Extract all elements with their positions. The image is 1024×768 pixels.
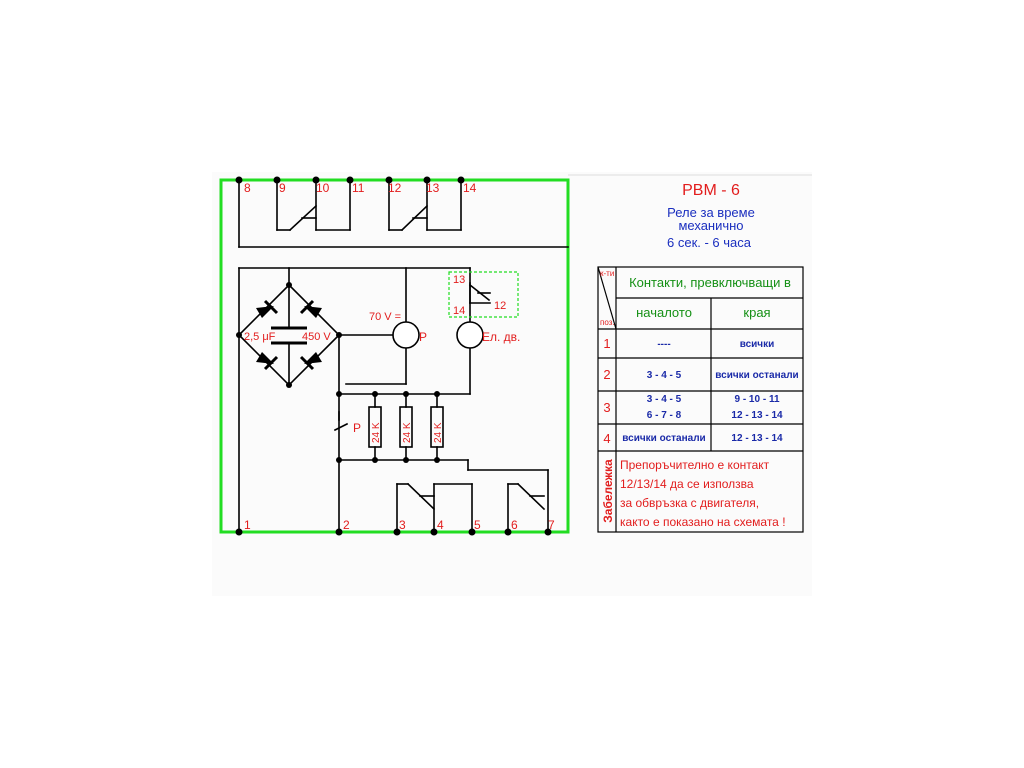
device-subtitle-2: механично (678, 218, 743, 233)
note-line-2: 12/13/14 да се използва (620, 477, 754, 491)
row-3-begin-2: 6 - 7 - 8 (647, 410, 682, 421)
row-3-end-2: 12 - 13 - 14 (731, 410, 783, 421)
table-header: Контакти, превключващи в (629, 275, 791, 290)
row-2-position: 2 (603, 367, 610, 382)
coil-voltage-label: 70 V = (369, 311, 401, 323)
contact-12-label: 12 (494, 300, 506, 312)
capacitor-label: 2,5 μF (244, 331, 276, 343)
column-end-header: края (743, 305, 770, 320)
coil-label: P (419, 330, 427, 344)
capacitor-voltage-label: 450 V (302, 331, 331, 343)
row-4-end: 12 - 13 - 14 (731, 433, 783, 444)
note-line-1: Препоръчително е контакт (620, 458, 770, 472)
row-3-position: 3 (603, 400, 610, 415)
internal-contact-box (448, 271, 519, 318)
column-begin-header: началото (636, 305, 692, 320)
device-subtitle-1: Реле за време (667, 205, 755, 220)
terminal-10-label: 10 (316, 181, 330, 195)
device-title: PBM - 6 (682, 182, 740, 199)
row-2-end: всички останали (715, 370, 798, 381)
note-label: Забележка (601, 459, 615, 523)
table-corner-top: к-ти (600, 269, 614, 278)
contact-table: к-ти поз. Контакти, превключващи в начал… (597, 266, 804, 533)
terminal-1-label: 1 (244, 518, 251, 532)
terminal-7-label: 7 (548, 518, 555, 532)
resistor-3-label: 24 K (433, 422, 444, 443)
terminal-11-label: 11 (352, 181, 365, 195)
relay-contact-label: P (353, 421, 361, 435)
motor-label: Ел. дв. (482, 330, 520, 344)
terminal-8-label: 8 (244, 181, 251, 195)
row-4-begin: всички останали (622, 433, 705, 444)
coil-circle (392, 321, 420, 349)
table-corner-bottom: поз. (600, 318, 615, 327)
row-1-end: всички (740, 339, 775, 350)
terminal-5-label: 5 (474, 518, 481, 532)
contact-14-label: 14 (453, 305, 465, 317)
row-2-begin: 3 - 4 - 5 (647, 370, 682, 381)
resistor-1-label: 24 K (371, 422, 382, 443)
bottom-terminal-labels: 1 2 3 4 5 6 7 (244, 518, 555, 532)
terminal-4-label: 4 (437, 518, 444, 532)
time-range: 6 сек. - 6 часа (667, 235, 752, 250)
diagram-background (212, 172, 812, 596)
junction-dots (235, 176, 552, 536)
top-terminal-labels: 8 9 10 11 12 13 14 (244, 181, 477, 195)
row-1-begin: ---- (657, 339, 670, 350)
diode-bridge (256, 299, 322, 371)
terminal-13-label: 13 (426, 181, 440, 195)
row-3-end-1: 9 - 10 - 11 (734, 394, 779, 405)
terminal-12-label: 12 (388, 181, 402, 195)
motor-circle (456, 321, 484, 349)
terminal-14-label: 14 (463, 181, 477, 195)
terminal-3-label: 3 (399, 518, 406, 532)
row-3-begin-1: 3 - 4 - 5 (647, 394, 682, 405)
terminal-2-label: 2 (343, 518, 350, 532)
contact-13-label: 13 (453, 274, 465, 286)
note-line-3: за обвръзка с двигателя, (620, 496, 759, 510)
row-4-position: 4 (603, 431, 610, 446)
note-line-4: както е показано на схемата ! (620, 515, 786, 529)
terminal-6-label: 6 (511, 518, 518, 532)
row-1-position: 1 (603, 336, 610, 351)
resistor-2-label: 24 K (402, 422, 413, 443)
terminal-9-label: 9 (279, 181, 286, 195)
